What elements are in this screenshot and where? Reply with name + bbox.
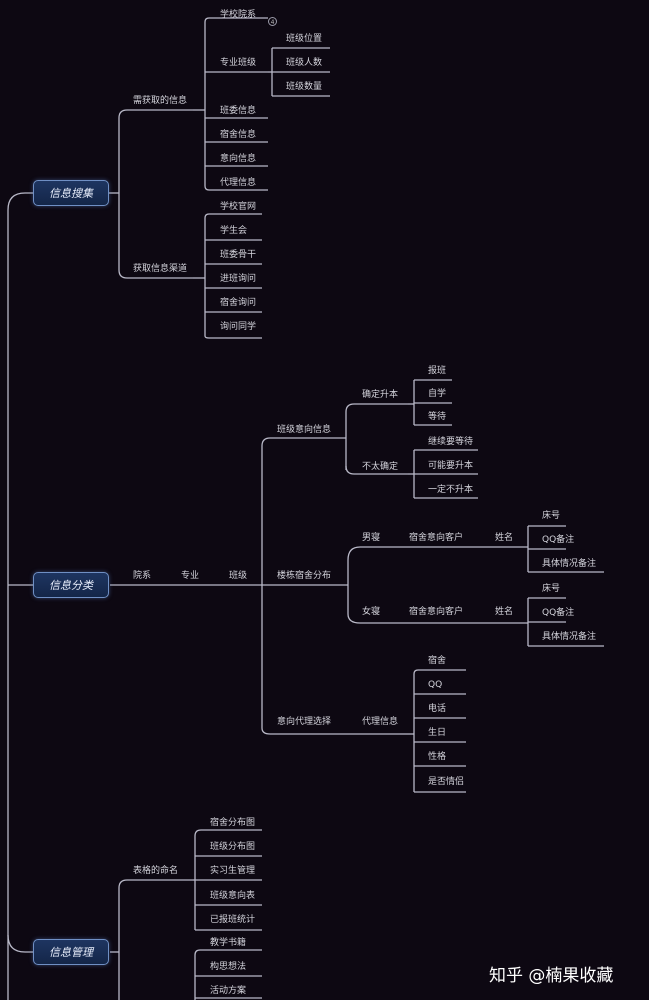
node-class-headcount[interactable]: 班级人数 [286,58,323,68]
node-relationship[interactable]: 是否情侣 [428,777,465,787]
node-phone[interactable]: 电话 [428,704,447,714]
node-class-location[interactable]: 班级位置 [286,34,323,44]
node-keep-waiting[interactable]: 继续要等待 [428,437,474,447]
node-class[interactable]: 班级 [229,571,248,581]
node-event-plan[interactable]: 活动方案 [210,986,247,996]
node-maybe-upgrade[interactable]: 可能要升本 [428,461,474,471]
node-enrolled-stats[interactable]: 已报班统计 [210,915,256,925]
node-qq[interactable]: QQ [428,680,443,690]
node-female-name[interactable]: 姓名 [495,607,514,617]
node-class-intent-info[interactable]: 班级意向信息 [277,425,332,435]
root-node-classify[interactable]: 信息分类 [33,572,109,598]
node-intent-info[interactable]: 意向信息 [220,154,257,164]
node-major[interactable]: 专业 [181,571,200,581]
node-ask-classmates[interactable]: 询问同学 [220,322,257,332]
node-wait[interactable]: 等待 [428,412,447,422]
node-dorm-distribution[interactable]: 楼栋宿舍分布 [277,571,332,581]
node-dorm-map[interactable]: 宿舍分布图 [210,818,256,828]
node-male-building[interactable]: 男寝 [362,533,381,543]
node-table-naming[interactable]: 表格的命名 [133,866,179,876]
node-female-detail-note[interactable]: 具体情况备注 [542,632,597,642]
node-not-upgrade[interactable]: 一定不升本 [428,485,474,495]
node-plan-ideas[interactable]: 构思想法 [210,962,247,972]
node-visit-inquiry[interactable]: 进班询问 [220,274,257,284]
node-class-cadre[interactable]: 班委信息 [220,106,257,116]
node-textbooks[interactable]: 教学书籍 [210,938,247,948]
node-female-building[interactable]: 女寝 [362,607,381,617]
node-male-detail-note[interactable]: 具体情况备注 [542,559,597,569]
node-enroll[interactable]: 报班 [428,366,447,376]
node-agent-info-detail[interactable]: 代理信息 [362,717,399,727]
node-agent-select[interactable]: 意向代理选择 [277,717,332,727]
collapse-count-badge[interactable]: 4 [268,17,277,26]
node-school-site[interactable]: 学校官网 [220,202,257,212]
node-class-map[interactable]: 班级分布图 [210,842,256,852]
node-dorm-member[interactable]: 宿舍 [428,656,447,666]
node-intern-mgmt[interactable]: 实习生管理 [210,866,256,876]
node-obtained-info[interactable]: 需获取的信息 [133,96,188,106]
node-channels[interactable]: 获取信息渠道 [133,264,188,274]
node-female-qq-note[interactable]: QQ备注 [542,608,575,618]
node-class-intent-table[interactable]: 班级意向表 [210,891,256,901]
root-node-manage[interactable]: 信息管理 [33,939,109,965]
node-self-study[interactable]: 自学 [428,389,447,399]
node-class-count[interactable]: 班级数量 [286,82,323,92]
node-personality[interactable]: 性格 [428,752,447,762]
node-male-name[interactable]: 姓名 [495,533,514,543]
node-student-union[interactable]: 学生会 [220,226,248,236]
node-dorm-inquiry[interactable]: 宿舍询问 [220,298,257,308]
node-male-qq-note[interactable]: QQ备注 [542,535,575,545]
zhihu-watermark: 知乎 @楠果收藏 [489,966,614,986]
node-male-dorm-client[interactable]: 宿舍意向客户 [409,533,464,543]
node-agent-info[interactable]: 代理信息 [220,178,257,188]
node-male-bed-no[interactable]: 床号 [542,511,561,521]
node-unsure[interactable]: 不太确定 [362,462,399,472]
root-node-collect[interactable]: 信息搜集 [33,180,109,206]
node-dorm-info[interactable]: 宿舍信息 [220,130,257,140]
node-sure-upgrade[interactable]: 确定升本 [362,390,399,400]
node-female-bed-no[interactable]: 床号 [542,584,561,594]
node-dept[interactable]: 院系 [133,571,152,581]
node-major-class[interactable]: 专业班级 [220,58,257,68]
node-school-dept[interactable]: 学校院系 [220,10,257,20]
node-class-backbone[interactable]: 班委骨干 [220,250,257,260]
node-birthday[interactable]: 生日 [428,728,447,738]
node-female-dorm-client[interactable]: 宿舍意向客户 [409,607,464,617]
